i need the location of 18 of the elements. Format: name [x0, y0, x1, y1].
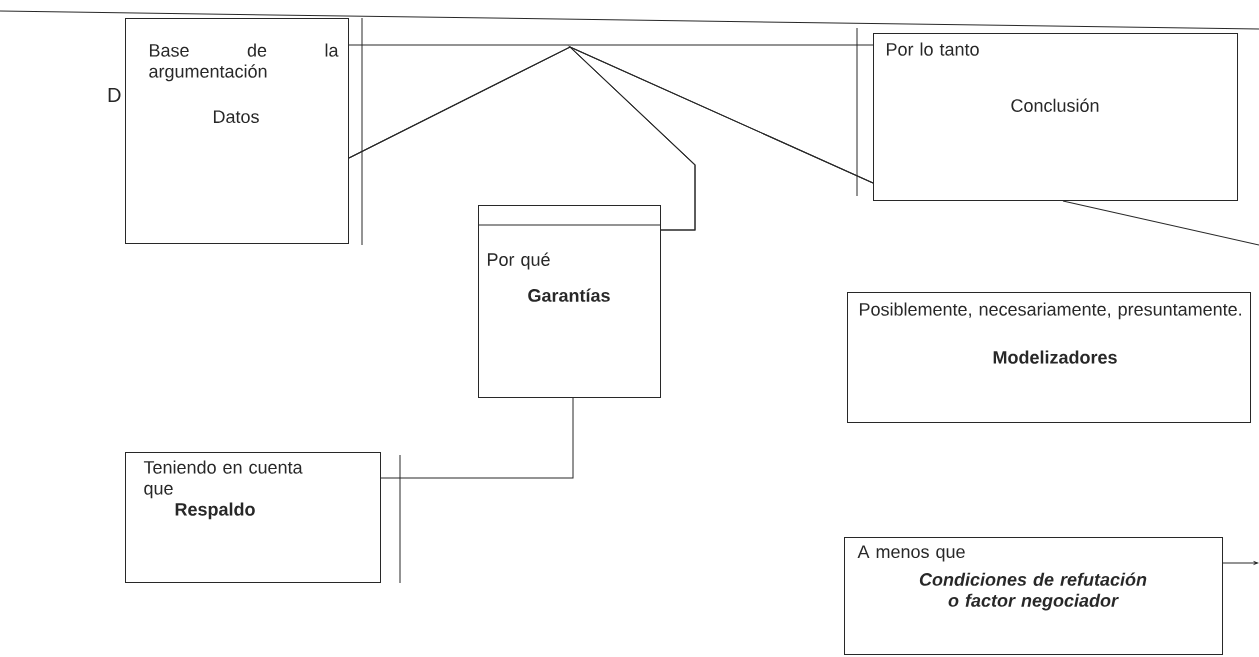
heading-text: Por qué [488, 252, 550, 270]
heading-text: Posiblemente, necesariamente, presuntamente. [860, 302, 1241, 320]
heading-text: Teniendo en cuenta que [143, 460, 303, 499]
body-text: Garantías [528, 288, 610, 302]
body-text: Condiciones de refutación o factor negociador [919, 572, 1147, 611]
heading-text: A menos que [857, 545, 965, 562]
connector-line [1062, 200, 1259, 246]
heading-text: Base de la argumentación [149, 43, 339, 82]
side-label: D [108, 88, 121, 102]
body-text: Respaldo [175, 502, 255, 520]
connector-line [348, 44, 874, 46]
body-text: Datos [213, 110, 259, 124]
body-text: Modelizadores [993, 350, 1117, 364]
connector-line [380, 397, 574, 479]
connector-line [1222, 561, 1259, 565]
body-text: Conclusión [1011, 98, 1099, 112]
connector-line [569, 46, 874, 231]
heading-text: Por lo tanto [887, 42, 979, 56]
